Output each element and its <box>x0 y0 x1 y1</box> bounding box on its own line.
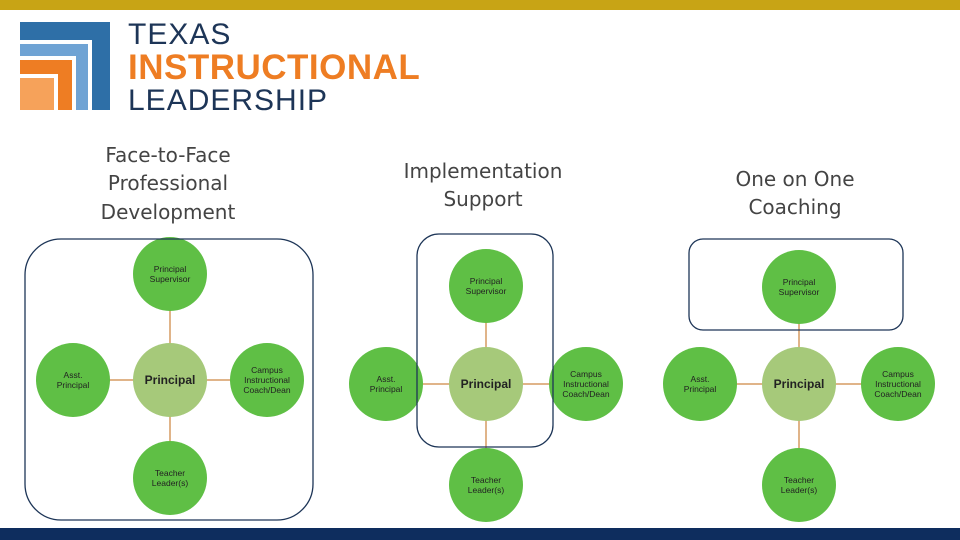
principal-center-node-label: Principal <box>145 373 196 387</box>
bottom-accent-bar <box>0 528 960 540</box>
assistant-principal-node <box>36 343 110 417</box>
campus-coach-node-label: Instructional <box>244 375 290 385</box>
highlight-frame <box>24 238 314 521</box>
assistant-principal-node <box>349 347 423 421</box>
diagram-column-1: PrincipalSupervisorAsst.PrincipalCampusI… <box>24 237 314 521</box>
logo-word-leadership: LEADERSHIP <box>128 84 329 117</box>
column-title-implementation-support: Implementation Support <box>383 157 583 214</box>
title-line: One on One <box>735 167 855 191</box>
teacher-leader-node-label: Teacher <box>471 475 501 485</box>
assistant-principal-node-label: Asst. <box>64 370 83 380</box>
principal-supervisor-node <box>133 237 207 311</box>
diagram-column-3: PrincipalSupervisorAsst.PrincipalCampusI… <box>663 238 935 522</box>
top-accent-bar <box>0 0 960 10</box>
campus-coach-node-label: Campus <box>570 369 602 379</box>
principal-supervisor-node-label: Supervisor <box>779 287 820 297</box>
highlight-frame <box>688 238 904 331</box>
principal-supervisor-node-label: Principal <box>783 277 816 287</box>
campus-coach-node-label: Instructional <box>563 379 609 389</box>
campus-coach-node-label: Campus <box>882 369 914 379</box>
campus-coach-node <box>230 343 304 417</box>
column-title-one-on-one-coaching: One on One Coaching <box>695 165 895 222</box>
assistant-principal-node-label: Principal <box>57 380 90 390</box>
title-line: Face-to-Face <box>105 143 231 167</box>
logo-word-instructional: INSTRUCTIONAL <box>128 48 421 87</box>
principal-center-node <box>762 347 836 421</box>
logo-word-texas: TEXAS <box>128 18 232 51</box>
principal-supervisor-node-label: Supervisor <box>150 274 191 284</box>
title-line: Development <box>100 199 236 224</box>
assistant-principal-node-label: Asst. <box>691 374 710 384</box>
campus-coach-node-label: Coach/Dean <box>562 389 610 399</box>
teacher-leader-node <box>762 448 836 522</box>
diagram-column-2: PrincipalSupervisorAsst.PrincipalCampusI… <box>349 233 623 522</box>
campus-coach-node-label: Instructional <box>875 379 921 389</box>
title-line: Coaching <box>748 195 842 220</box>
texas-instructional-leadership-logo-icon <box>20 22 110 110</box>
principal-supervisor-node-label: Principal <box>470 276 503 286</box>
highlight-frame <box>416 233 554 448</box>
principal-supervisor-node-label: Principal <box>154 264 187 274</box>
principal-supervisor-node <box>762 250 836 324</box>
principal-supervisor-node-label: Supervisor <box>466 286 507 296</box>
campus-coach-node <box>549 347 623 421</box>
column-title-face-to-face: Face-to-Face Professional Development <box>68 141 268 226</box>
teacher-leader-node-label: Leader(s) <box>152 478 189 488</box>
teacher-leader-node-label: Leader(s) <box>781 485 818 495</box>
principal-center-node <box>449 347 523 421</box>
teacher-leader-node-label: Teacher <box>155 468 185 478</box>
assistant-principal-node <box>663 347 737 421</box>
assistant-principal-node-label: Principal <box>684 384 717 394</box>
campus-coach-node <box>861 347 935 421</box>
teacher-leader-node-label: Leader(s) <box>468 485 505 495</box>
principal-supervisor-node <box>449 249 523 323</box>
title-line: Professional <box>107 171 229 196</box>
principal-center-node-label: Principal <box>461 377 512 391</box>
teacher-leader-node <box>449 448 523 522</box>
assistant-principal-node-label: Asst. <box>377 374 396 384</box>
teacher-leader-node <box>133 441 207 515</box>
campus-coach-node-label: Coach/Dean <box>874 389 922 399</box>
principal-center-node-label: Principal <box>774 377 825 391</box>
title-line: Implementation <box>403 159 563 183</box>
title-line: Support <box>443 187 523 212</box>
assistant-principal-node-label: Principal <box>370 384 403 394</box>
principal-center-node <box>133 343 207 417</box>
campus-coach-node-label: Coach/Dean <box>243 385 291 395</box>
teacher-leader-node-label: Teacher <box>784 475 814 485</box>
campus-coach-node-label: Campus <box>251 365 283 375</box>
